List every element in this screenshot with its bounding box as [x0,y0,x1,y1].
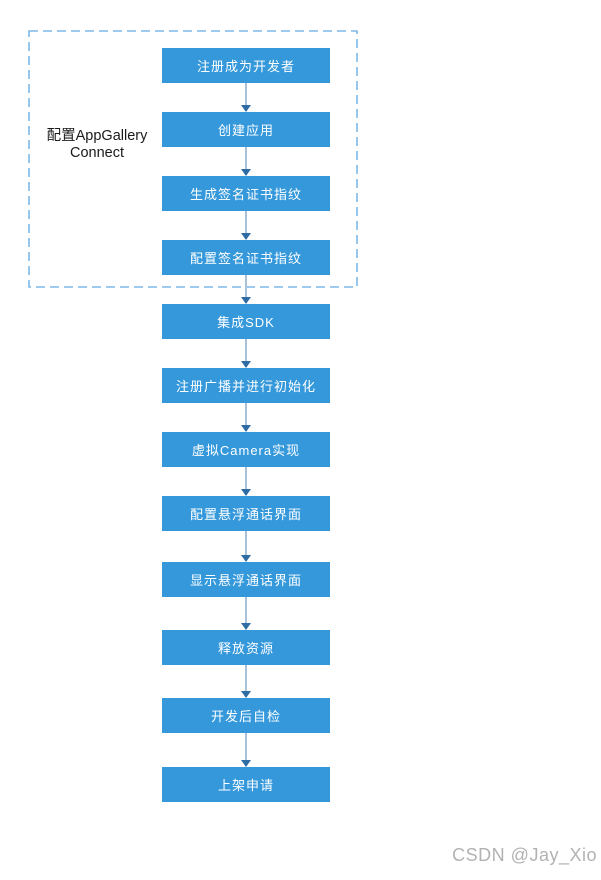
arrow-head-icon [241,691,251,698]
arrow-line [245,467,247,489]
flow-arrow-2 [238,147,254,176]
flow-step-register-developer: 注册成为开发者 [162,48,330,83]
flow-arrow-3 [238,211,254,240]
arrow-line [245,665,247,691]
arrow-head-icon [241,489,251,496]
arrow-line [245,597,247,623]
flow-arrow-11 [238,733,254,767]
flow-arrow-8 [238,531,254,562]
arrow-head-icon [241,105,251,112]
arrow-line [245,275,247,297]
arrow-line [245,83,247,105]
arrow-head-icon [241,169,251,176]
flow-arrow-10 [238,665,254,698]
flow-step-configure-floating-call-ui: 配置悬浮通话界面 [162,496,330,531]
arrow-head-icon [241,425,251,432]
flow-step-self-check: 开发后自检 [162,698,330,733]
arrow-head-icon [241,233,251,240]
arrow-line [245,531,247,555]
flow-step-release-resources: 释放资源 [162,630,330,665]
flow-arrow-6 [238,403,254,432]
arrow-line [245,211,247,233]
csdn-watermark: CSDN @Jay_Xio [452,845,597,865]
flow-step-integrate-sdk: 集成SDK [162,304,330,339]
flow-arrow-5 [238,339,254,368]
flow-step-create-app: 创建应用 [162,112,330,147]
flow-arrow-9 [238,597,254,630]
flow-step-virtual-camera: 虚拟Camera实现 [162,432,330,467]
arrow-head-icon [241,760,251,767]
arrow-head-icon [241,361,251,368]
arrow-line [245,339,247,361]
flow-arrow-4 [238,275,254,304]
arrow-line [245,403,247,425]
flow-step-generate-cert-fingerprint: 生成签名证书指纹 [162,176,330,211]
flow-arrow-7 [238,467,254,496]
agc-group-border [28,30,358,288]
arrow-line [245,147,247,169]
arrow-line [245,733,247,760]
flow-arrow-1 [238,83,254,112]
agc-group-label: 配置AppGallery Connect [46,128,148,161]
arrow-head-icon [241,555,251,562]
flow-step-show-floating-call-ui: 显示悬浮通话界面 [162,562,330,597]
flow-step-configure-cert-fingerprint: 配置签名证书指纹 [162,240,330,275]
arrow-head-icon [241,623,251,630]
flow-step-register-broadcast-init: 注册广播并进行初始化 [162,368,330,403]
arrow-head-icon [241,297,251,304]
flow-step-release-application: 上架申请 [162,767,330,802]
